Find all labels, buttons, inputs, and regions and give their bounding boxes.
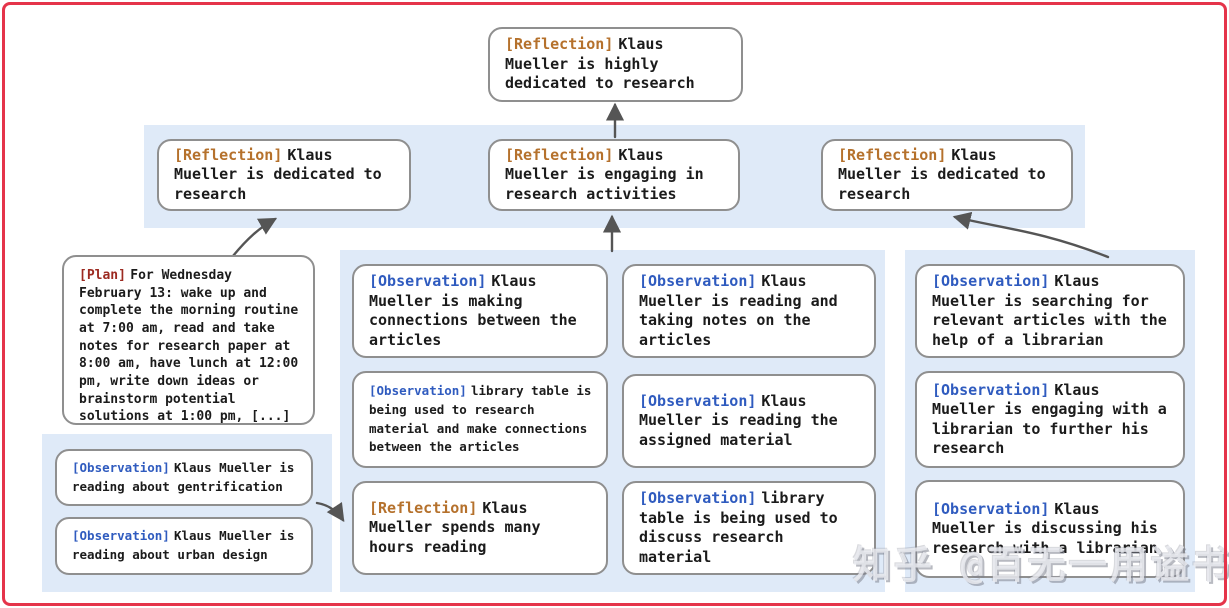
arrow-leftband-to-reflection-icon <box>315 501 345 522</box>
node-text: Klaus Mueller is making connections betw… <box>369 272 577 349</box>
node-text: Klaus Mueller is reading the assigned ma… <box>639 391 838 449</box>
observation-tag: [Observation] <box>72 459 170 475</box>
node-observation-library-table-research: [Observation]library table is being used… <box>352 371 608 468</box>
node-text: Klaus Mueller is engaging with a librari… <box>932 380 1167 458</box>
node-reflection-hours-reading: [Reflection]Klaus Mueller spends many ho… <box>352 481 608 575</box>
observation-tag: [Observation] <box>639 272 757 290</box>
node-text: Klaus Mueller is dedicated to research <box>174 145 382 203</box>
observation-tag: [Observation] <box>932 380 1050 399</box>
node-reflection-middle: [Reflection]Klaus Mueller is engaging in… <box>488 139 740 211</box>
node-text: Klaus Mueller is searching for relevant … <box>932 272 1167 349</box>
node-observation-library-table-discuss: [Observation]library table is being used… <box>622 481 876 575</box>
observation-tag: [Observation] <box>932 499 1050 518</box>
observation-tag: [Observation] <box>639 489 757 507</box>
node-text: Klaus Mueller is reading about urban des… <box>72 528 295 562</box>
arrow-rightband-to-rightreflection-icon <box>952 211 1110 259</box>
observation-tag: [Observation] <box>72 528 170 544</box>
node-text: Klaus Mueller is reading about gentrific… <box>72 459 295 494</box>
node-text: Klaus Mueller is discussing his research… <box>932 499 1158 557</box>
node-plan: [Plan]For Wednesday February 13: wake up… <box>62 255 315 425</box>
node-observation-discussing-librarian: [Observation]Klaus Mueller is discussing… <box>915 480 1185 578</box>
node-observation-gentrification: [Observation]Klaus Mueller is reading ab… <box>55 449 313 506</box>
observation-tag: [Observation] <box>369 383 467 398</box>
reflection-tag: [Reflection] <box>369 498 478 517</box>
node-observation-assigned-material: [Observation]Klaus Mueller is reading th… <box>622 374 876 468</box>
node-text: Klaus Mueller spends many hours reading <box>369 498 541 556</box>
reflection-tag: [Reflection] <box>174 145 283 164</box>
observation-tag: [Observation] <box>932 272 1050 290</box>
node-text: Klaus Mueller is engaging in research ac… <box>505 145 704 203</box>
arrow-plan-to-leftreflection-icon <box>231 217 278 258</box>
node-reflection-right: [Reflection]Klaus Mueller is dedicated t… <box>821 139 1073 211</box>
node-reflection-left: [Reflection]Klaus Mueller is dedicated t… <box>157 139 411 211</box>
node-observation-searching-articles: [Observation]Klaus Mueller is searching … <box>915 264 1185 358</box>
reflection-tag: [Reflection] <box>505 145 614 164</box>
node-text: Klaus Mueller is highly dedicated to res… <box>505 35 695 93</box>
node-root-reflection: [Reflection]Klaus Mueller is highly dedi… <box>488 27 743 102</box>
observation-tag: [Observation] <box>369 272 487 290</box>
node-text: For Wednesday February 13: wake up and c… <box>79 268 299 425</box>
reflection-tag: [Reflection] <box>505 35 614 54</box>
node-text: Klaus Mueller is dedicated to research <box>838 145 1046 203</box>
node-text: library table is being used to discuss r… <box>639 489 838 566</box>
reflection-tag: [Reflection] <box>838 145 947 164</box>
node-observation-making-connections: [Observation]Klaus Mueller is making con… <box>352 264 608 358</box>
node-observation-urban-design: [Observation]Klaus Mueller is reading ab… <box>55 517 313 575</box>
observation-tag: [Observation] <box>639 391 757 410</box>
plan-tag: [Plan] <box>79 268 126 283</box>
node-observation-engaging-librarian: [Observation]Klaus Mueller is engaging w… <box>915 371 1185 468</box>
node-observation-taking-notes: [Observation]Klaus Mueller is reading an… <box>622 264 876 358</box>
node-text: Klaus Mueller is reading and taking note… <box>639 272 838 349</box>
node-text: library table is being used to research … <box>369 383 592 455</box>
